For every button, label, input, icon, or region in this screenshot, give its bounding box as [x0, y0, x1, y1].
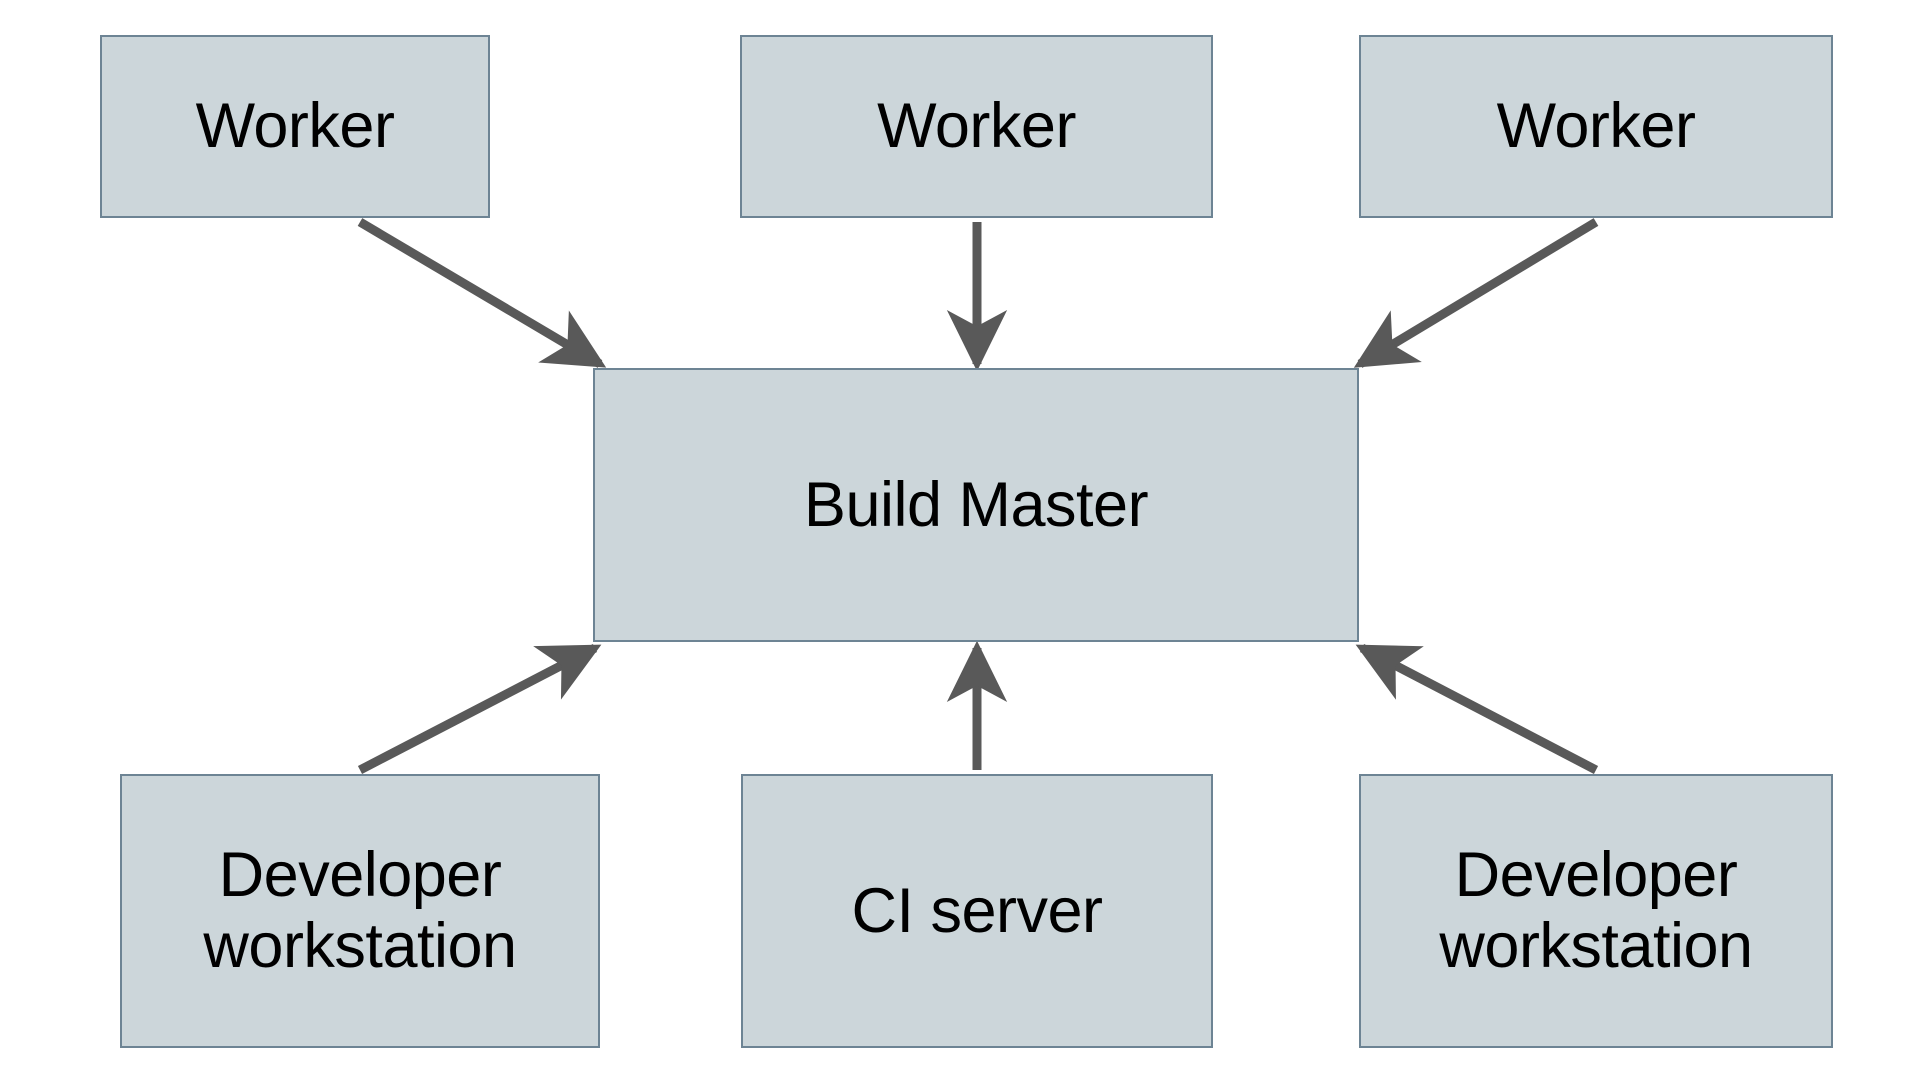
node-label-worker-3: Worker	[1496, 91, 1696, 162]
edge-worker-3-to-master	[1353, 218, 1599, 368]
edge-dev-left-to-master	[357, 644, 602, 774]
node-label-worker-1: Worker	[195, 91, 395, 162]
node-worker-3[interactable]: Worker	[1359, 35, 1833, 218]
node-dev-left[interactable]: Developer workstation	[120, 774, 600, 1048]
edge-dev-right-to-master	[1355, 644, 1599, 774]
node-build-master[interactable]: Build Master	[593, 368, 1359, 642]
node-label-ci-server: CI server	[851, 875, 1103, 946]
node-ci-server[interactable]: CI server	[741, 774, 1213, 1048]
edge-worker-1-to-master	[357, 218, 607, 368]
node-worker-1[interactable]: Worker	[100, 35, 490, 218]
node-label-dev-right: Developer workstation	[1439, 840, 1753, 981]
node-label-worker-2: Worker	[877, 91, 1076, 162]
node-dev-right[interactable]: Developer workstation	[1359, 774, 1833, 1048]
node-worker-2[interactable]: Worker	[740, 35, 1213, 218]
node-label-build-master: Build Master	[803, 469, 1149, 540]
node-label-dev-left: Developer workstation	[203, 840, 517, 981]
